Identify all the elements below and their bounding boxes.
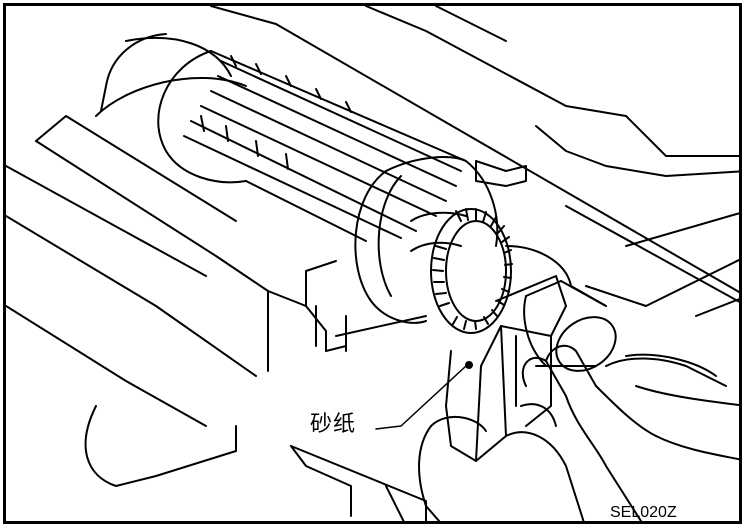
armature-core [157, 50, 467, 242]
commutator [430, 208, 513, 334]
sandpaper-strip [445, 275, 567, 462]
callout-leader [375, 365, 467, 430]
sandpaper-label: 砂纸 [310, 412, 357, 437]
armature-illustration [6, 6, 739, 521]
figure-frame: 砂纸 SEL020Z [3, 3, 742, 524]
rear-jaw [95, 33, 527, 187]
figure-code: SEL020Z [610, 504, 677, 521]
hand [418, 344, 739, 521]
vise-body [6, 6, 739, 521]
armature-shaft [505, 245, 617, 372]
